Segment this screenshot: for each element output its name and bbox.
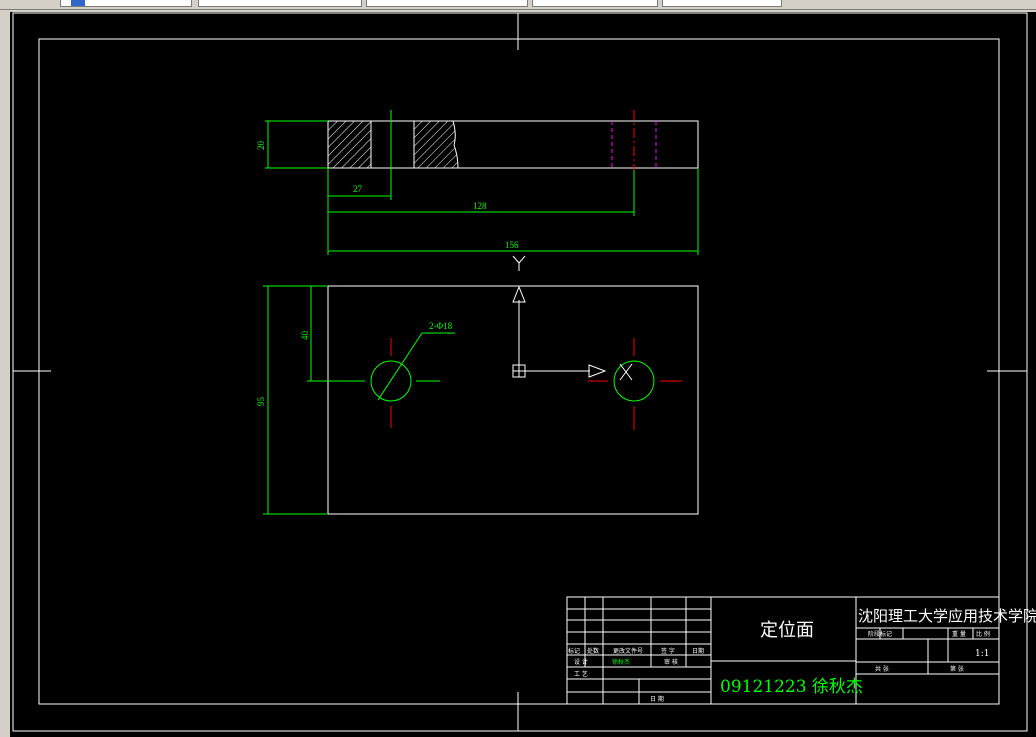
label-sign: 签 字 — [661, 647, 675, 655]
dim-156: 156 — [505, 240, 519, 250]
layer-icon — [71, 0, 85, 6]
student-id-name: 09121223 徐秋杰 — [720, 677, 863, 697]
outer-frame — [12, 12, 1028, 732]
section-view — [327, 110, 699, 170]
part-name: 定位面 — [760, 620, 814, 641]
school-name: 沈阳理工大学应用技术学院 — [858, 607, 1036, 625]
dim-27: 27 — [353, 184, 363, 194]
toolbar-field-4[interactable] — [532, 0, 658, 7]
dim-40: 40 — [300, 331, 310, 341]
drawing-canvas[interactable]: 20 27 128 156 2-Φ18 — [10, 12, 1036, 737]
label-design: 设 计 — [574, 658, 588, 666]
title-block — [566, 596, 1000, 705]
toolbar-field-1[interactable] — [60, 0, 192, 7]
label-count: 处数 — [587, 647, 599, 655]
designer-name: 徐秋杰 — [612, 658, 630, 666]
label-change-doc: 更改文件号 — [613, 647, 643, 655]
label-weight: 重 量 — [952, 630, 966, 638]
dim-95: 95 — [256, 397, 266, 407]
label-review: 审 核 — [664, 658, 678, 666]
toolbar-field-3[interactable] — [366, 0, 528, 7]
section-outline — [327, 120, 699, 169]
label-sheet-no: 第 张 — [950, 665, 964, 673]
label-process: 工 艺 — [574, 670, 588, 678]
label-scale: 比 例 — [976, 630, 990, 638]
hatch-left — [328, 121, 371, 168]
toolbar — [0, 0, 1036, 10]
label-total-sheets: 共 张 — [875, 665, 889, 673]
label-date: 日期 — [692, 647, 704, 655]
hole-left — [370, 360, 412, 402]
ucs-y-marker — [512, 255, 526, 271]
label-mark: 标记 — [568, 647, 580, 655]
ucs-icon — [512, 285, 633, 381]
toolbar-field-5[interactable] — [662, 0, 782, 7]
plan-outline — [327, 285, 699, 515]
dim-128: 128 — [473, 201, 487, 211]
centering-marks — [13, 13, 1027, 731]
dim-holes: 2-Φ18 — [429, 321, 453, 331]
toolbar-field-2[interactable] — [198, 0, 362, 7]
label-date-2: 日 期 — [650, 695, 664, 703]
centerlines — [346, 338, 682, 430]
cad-drawing[interactable]: 20 27 128 156 2-Φ18 — [10, 12, 1036, 737]
label-stage-mark: 阶段标记 — [868, 630, 892, 638]
scale-value: 1:1 — [975, 649, 989, 659]
hatch-right — [414, 121, 458, 168]
plan-view: 2-Φ18 40 95 — [256, 285, 699, 515]
dimensions-top — [265, 110, 699, 255]
hole-right — [613, 360, 655, 402]
dim-20: 20 — [256, 141, 266, 151]
